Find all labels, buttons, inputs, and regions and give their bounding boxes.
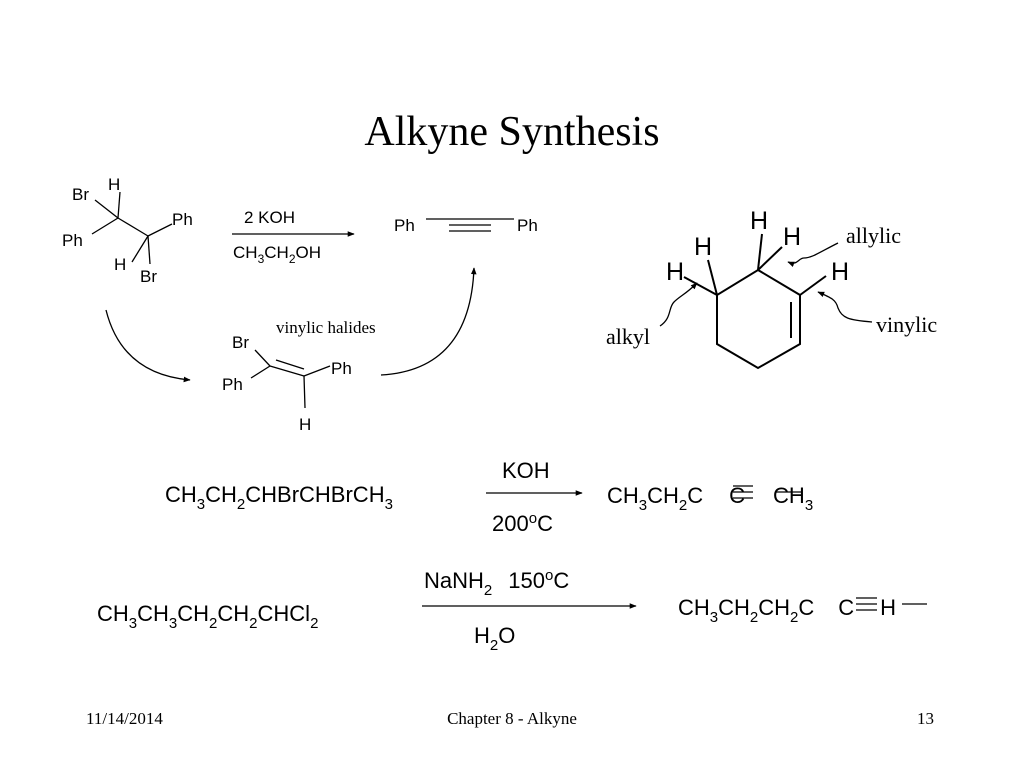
atom-h: H (114, 255, 126, 274)
dibromide-structure: Br H Ph Ph H Br (62, 175, 193, 286)
atom-br: Br (72, 185, 89, 204)
allylic-label: allylic (846, 223, 901, 248)
top-reaction-arrow: 2 KOH CH3CH2OH (232, 208, 355, 266)
slide-title: Alkyne Synthesis (364, 109, 660, 155)
reagent-ethanol: CH3CH2OH (233, 243, 321, 266)
atom-h: H (783, 223, 801, 251)
footer-chapter: Chapter 8 - Alkyne (447, 709, 577, 728)
alkyl-label: alkyl (606, 324, 650, 349)
group-ph: Ph (517, 216, 538, 235)
group-ph: Ph (394, 216, 415, 235)
atom-h: H (694, 233, 712, 261)
footer-date: 11/14/2014 (86, 709, 163, 728)
vinyl-halide-structure: Br Ph Ph H (222, 333, 352, 434)
group-ph: Ph (172, 210, 193, 229)
vinylic-halides-label: vinylic halides (276, 318, 376, 337)
atom-h: H (108, 175, 120, 194)
atom-h: H (750, 207, 768, 235)
atom-br: Br (232, 333, 249, 352)
cyclohexene-structure: H H H H H allylic vinylic alkyl (606, 207, 937, 370)
group-ph: Ph (222, 375, 243, 394)
triple-bond (733, 485, 801, 499)
reagent-koh: KOH (502, 458, 550, 483)
triple-bond (856, 597, 927, 611)
reactant-formula: CH3CH2CHBrCHBrCH3 (165, 482, 393, 513)
reaction-temperature: 200oC (492, 510, 553, 536)
reagent-water: H2O (474, 623, 515, 654)
footer-page-number: 13 (917, 709, 934, 728)
reagent-koh: 2 KOH (244, 208, 295, 227)
group-ph: Ph (331, 359, 352, 378)
curved-arrow (380, 267, 477, 376)
atom-br: Br (140, 267, 157, 286)
group-ph: Ph (62, 231, 83, 250)
vinylic-label: vinylic (876, 312, 937, 337)
atom-h: H (831, 258, 849, 286)
atom-h: H (299, 415, 311, 434)
curved-arrow (105, 309, 191, 383)
atom-h: H (666, 258, 684, 286)
alkyne-structure: Ph Ph (394, 216, 538, 235)
reactant-formula: CH3CH3CH2CH2CHCl2 (97, 601, 318, 632)
